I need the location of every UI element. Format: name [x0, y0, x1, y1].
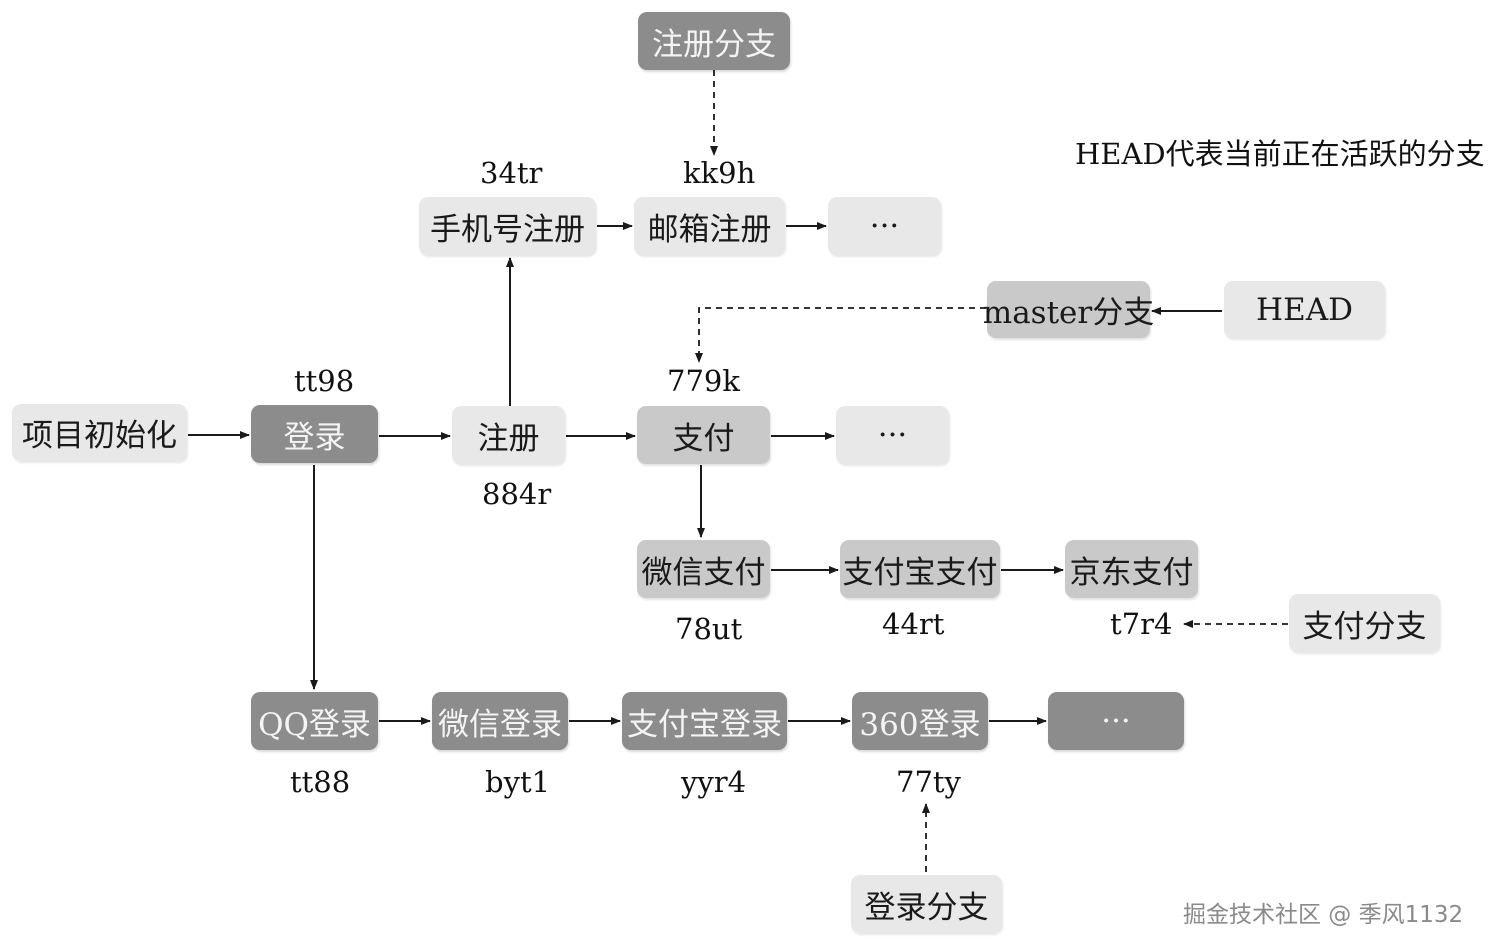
- watermark: 掘金技术社区 @ 季风1132: [1183, 902, 1464, 928]
- node-wechat-login: 微信登录: [432, 692, 568, 750]
- node-init: 项目初始化: [12, 404, 187, 461]
- node-alipay-login: 支付宝登录: [622, 692, 787, 750]
- head-note: HEAD代表当前正在活跃的分支: [1075, 137, 1485, 171]
- node-phone-register: 手机号注册: [419, 197, 596, 255]
- node-register-more: ···: [828, 197, 941, 255]
- node-login-more: ···: [1048, 692, 1184, 750]
- head-pointer: HEAD: [1224, 281, 1385, 338]
- commit-register: 884r: [482, 477, 552, 511]
- node-login: 登录: [251, 405, 378, 463]
- commit-wechat-pay: 78ut: [675, 612, 743, 646]
- commit-wechat-login: byt1: [485, 765, 551, 799]
- node-alipay: 支付宝支付: [840, 540, 1000, 598]
- commit-login: tt98: [294, 364, 355, 398]
- node-payment: 支付: [637, 406, 770, 464]
- node-register: 注册: [452, 406, 565, 464]
- commit-email-register: kk9h: [683, 156, 756, 190]
- branch-register: 注册分支: [638, 12, 790, 70]
- commit-qq-login: tt88: [290, 765, 351, 799]
- branch-master: master分支: [983, 281, 1154, 338]
- commit-jd-pay: t7r4: [1110, 607, 1173, 641]
- branch-payment: 支付分支: [1289, 594, 1440, 652]
- node-email-register: 邮箱注册: [634, 197, 785, 255]
- commit-alipay: 44rt: [882, 607, 945, 641]
- node-qq-login: QQ登录: [251, 692, 378, 750]
- node-jd-pay: 京东支付: [1065, 540, 1198, 598]
- commit-phone-register: 34tr: [480, 156, 543, 190]
- node-payment-more: ···: [836, 406, 949, 464]
- node-wechat-pay: 微信支付: [637, 540, 770, 598]
- commit-alipay-login: yyr4: [681, 765, 747, 799]
- pointer-master-branch: [695, 307, 986, 363]
- node-360-login: 360登录: [852, 692, 988, 750]
- commit-payment: 779k: [667, 364, 740, 398]
- branch-login: 登录分支: [851, 875, 1002, 933]
- commit-360-login: 77ty: [896, 765, 961, 799]
